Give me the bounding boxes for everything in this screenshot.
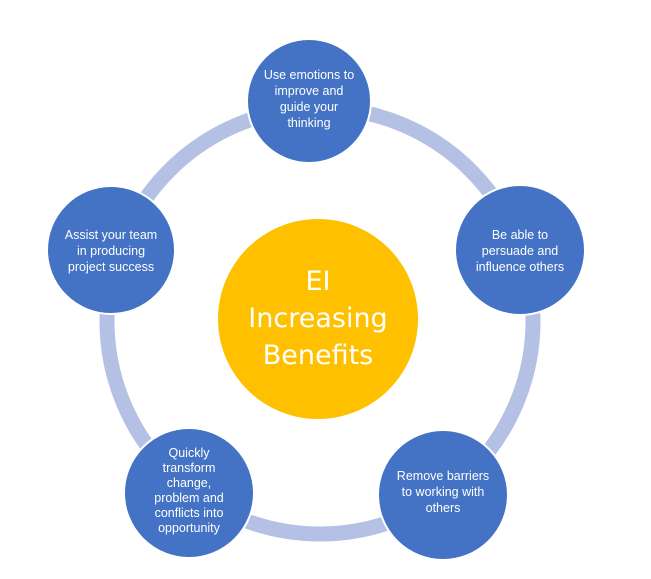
center-circle: EI Increasing Benefits [218, 219, 418, 419]
node-persuade-influence-line-1: Be able to [492, 228, 548, 242]
node-transform-change-line-1: Quickly [169, 446, 211, 460]
node-persuade-influence-line-3: influence others [476, 260, 564, 274]
node-assist-team: Assist your team in producing project succ… [46, 185, 176, 315]
node-emotions-thinking-line-3: guide your [280, 100, 338, 114]
node-remove-barriers: Remove barriers to working with others [377, 429, 509, 561]
node-remove-barriers-shape [377, 429, 509, 561]
node-emotions-thinking: Use emotions to improve and guide your thin… [246, 38, 372, 164]
node-transform-change-line-2: transform [163, 461, 216, 475]
node-transform-change-line-6: opportunity [158, 521, 221, 535]
node-remove-barriers-line-2: to working with [402, 485, 485, 499]
node-transform-change-line-5: conflicts into [155, 506, 224, 520]
center-line-3: Benefits [263, 340, 374, 371]
outer-nodes: Use emotions to improve and guide your thin… [46, 38, 586, 561]
node-assist-team-line-3: project success [68, 260, 154, 274]
node-persuade-influence-line-2: persuade and [482, 244, 559, 258]
node-transform-change-line-4: problem and [154, 491, 224, 505]
node-persuade-influence: Be able to persuade and influence others [454, 184, 586, 316]
node-emotions-thinking-line-2: improve and [275, 84, 344, 98]
node-remove-barriers-line-3: others [426, 501, 461, 515]
center-line-1: EI [305, 266, 330, 297]
center-circle-shape [218, 219, 418, 419]
node-persuade-influence-shape [454, 184, 586, 316]
node-transform-change-line-3: change, [167, 476, 211, 490]
node-emotions-thinking-line-4: thinking [287, 116, 330, 130]
node-assist-team-line-2: in producing [77, 244, 145, 258]
node-emotions-thinking-line-1: Use emotions to [264, 68, 354, 82]
node-emotions-thinking-shape [246, 38, 372, 164]
node-remove-barriers-line-1: Remove barriers [397, 469, 489, 483]
node-transform-change-shape [123, 427, 255, 559]
node-assist-team-line-1: Assist your team [65, 228, 157, 242]
center-line-2: Increasing [248, 303, 387, 334]
node-assist-team-shape [46, 185, 176, 315]
